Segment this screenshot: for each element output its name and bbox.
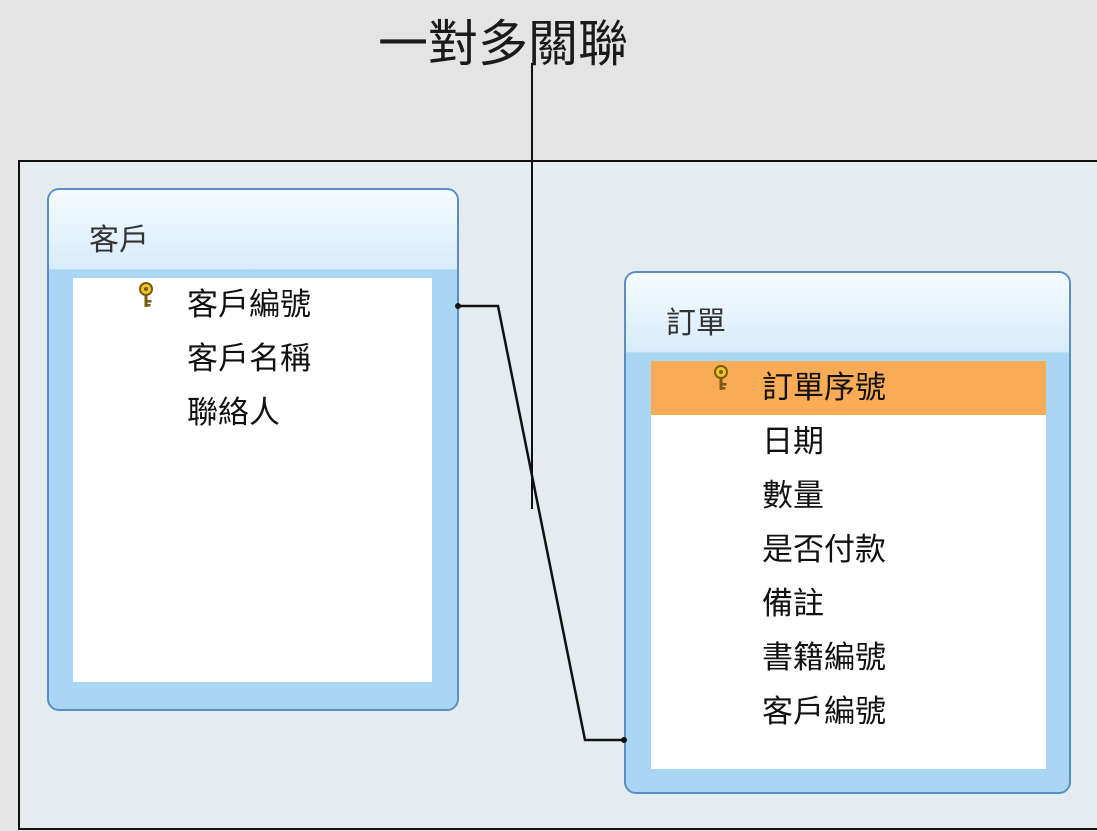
customer-table-title[interactable]: 客戶 [49, 190, 457, 270]
primary-key-icon [714, 365, 728, 390]
orders-field-label: 日期 [762, 424, 824, 460]
orders-field-book-id[interactable]: 書籍編號 [651, 631, 1046, 685]
orders-field-label: 備註 [762, 586, 824, 622]
customer-field-label: 客戶名稱 [187, 341, 311, 377]
one-to-many-annotation-label: 一對多關聯 [378, 15, 628, 73]
customer-field-contact[interactable]: 聯絡人 [73, 386, 432, 440]
orders-field-label: 書籍編號 [762, 640, 886, 676]
orders-field-quantity[interactable]: 數量 [651, 469, 1046, 523]
orders-field-order-id[interactable]: 訂單序號 [651, 361, 1046, 415]
primary-key-icon [139, 282, 153, 307]
customer-field-list[interactable]: 客戶編號 客戶名稱 聯絡人 [73, 278, 432, 682]
orders-table[interactable]: 訂單 訂單序號 日期 數量 是否付款 備註 書籍編號 客戶編號 [624, 271, 1071, 794]
orders-field-label: 數量 [762, 478, 824, 514]
customer-field-customer-name[interactable]: 客戶名稱 [73, 332, 432, 386]
orders-field-date[interactable]: 日期 [651, 415, 1046, 469]
orders-field-notes[interactable]: 備註 [651, 577, 1046, 631]
orders-field-customer-id[interactable]: 客戶編號 [651, 685, 1046, 739]
customer-field-label: 聯絡人 [187, 395, 280, 431]
customer-table[interactable]: 客戶 客戶編號 客戶名稱 聯絡人 [47, 188, 459, 711]
customer-field-customer-id[interactable]: 客戶編號 [73, 278, 432, 332]
orders-field-label: 客戶編號 [762, 694, 886, 730]
orders-field-label: 訂單序號 [762, 370, 886, 406]
orders-field-paid[interactable]: 是否付款 [651, 523, 1046, 577]
orders-field-list[interactable]: 訂單序號 日期 數量 是否付款 備註 書籍編號 客戶編號 [651, 361, 1046, 769]
customer-field-label: 客戶編號 [187, 287, 311, 323]
orders-table-title[interactable]: 訂單 [626, 273, 1069, 353]
orders-field-label: 是否付款 [762, 532, 886, 568]
